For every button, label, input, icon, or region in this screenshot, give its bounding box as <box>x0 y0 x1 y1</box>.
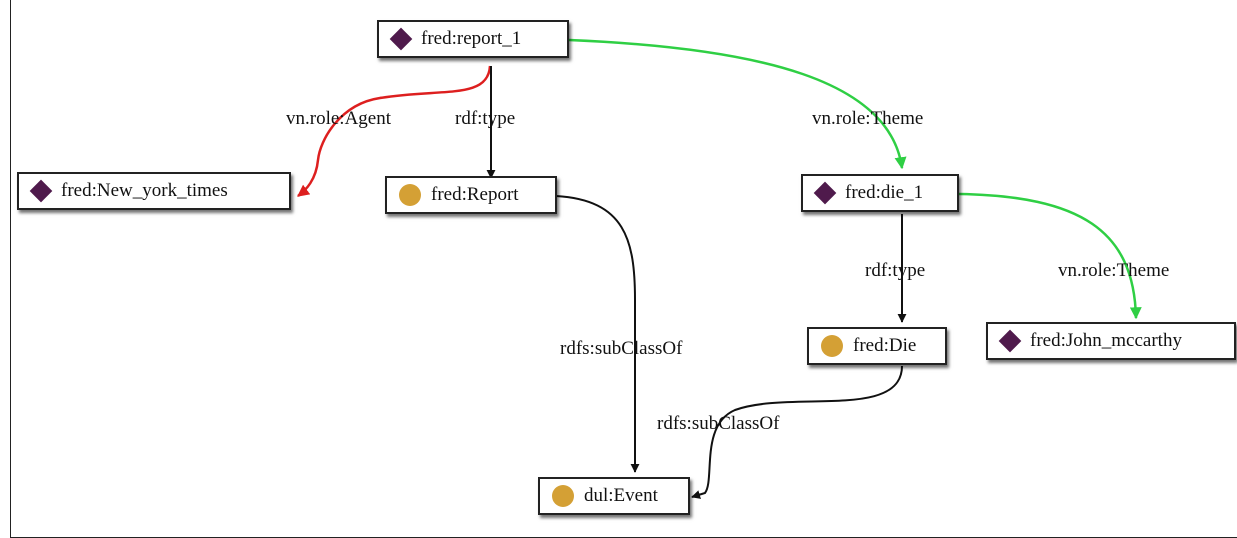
node-label: fred:die_1 <box>845 182 924 203</box>
edge-report1-agent <box>297 65 492 197</box>
node-event-class[interactable]: dul:Event <box>538 477 690 515</box>
edge-report-subclass <box>555 195 640 473</box>
edge-layer: vn.role:Agent rdf:type vn.role:Theme rdf… <box>286 38 1169 499</box>
circle-icon <box>399 184 421 206</box>
node-new-york-times[interactable]: fred:New_york_times <box>17 172 291 210</box>
node-label: dul:Event <box>584 485 658 506</box>
diamond-icon <box>389 27 413 51</box>
node-die-1[interactable]: fred:die_1 <box>801 174 959 212</box>
node-die-class[interactable]: fred:Die <box>807 327 947 365</box>
node-label: fred:report_1 <box>421 28 522 49</box>
edge-die1-theme <box>958 192 1142 320</box>
edge-label-die1-type: rdf:type <box>865 260 925 281</box>
node-report-1[interactable]: fred:report_1 <box>377 20 569 58</box>
circle-icon <box>552 485 574 507</box>
edge-report1-theme <box>568 38 907 170</box>
node-report-class[interactable]: fred:Report <box>385 176 557 214</box>
node-john-mccarthy[interactable]: fred:John_mccarthy <box>986 322 1236 360</box>
node-label: fred:John_mccarthy <box>1030 330 1182 351</box>
diamond-icon <box>29 179 53 203</box>
edge-label-report1-theme: vn.role:Theme <box>812 108 923 129</box>
edge-label-die1-theme: vn.role:Theme <box>1058 260 1169 281</box>
node-label: fred:New_york_times <box>61 180 228 201</box>
diamond-icon <box>998 329 1022 353</box>
edge-label-die-subclass: rdfs:subClassOf <box>657 413 780 434</box>
node-label: fred:Die <box>853 335 917 356</box>
edge-label-report1-type: rdf:type <box>455 108 515 129</box>
edge-label-report-subclass: rdfs:subClassOf <box>560 338 683 359</box>
diamond-icon <box>813 181 837 205</box>
edge-label-agent: vn.role:Agent <box>286 108 392 129</box>
edge-die-subclass <box>691 365 903 499</box>
circle-icon <box>821 335 843 357</box>
node-label: fred:Report <box>431 184 519 205</box>
